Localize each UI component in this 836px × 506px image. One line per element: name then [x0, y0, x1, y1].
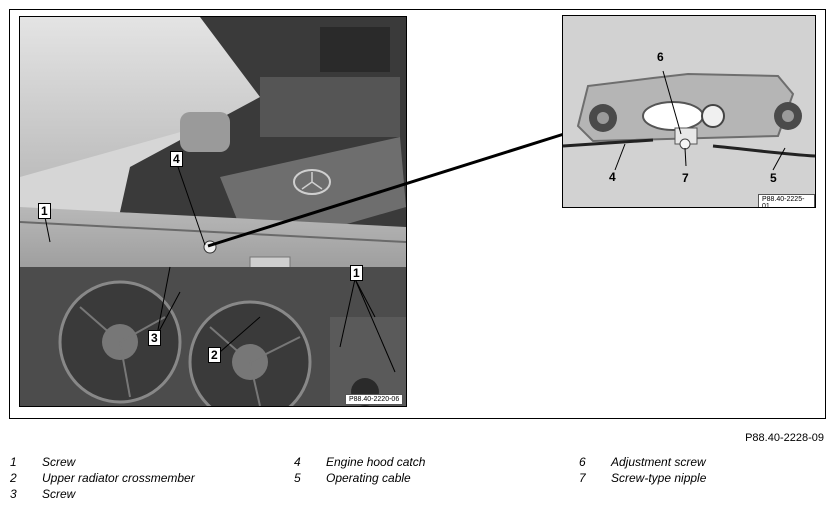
callout-1-left: 1	[38, 203, 51, 219]
detail-callout-7: 7	[682, 171, 689, 185]
callout-1-right: 1	[350, 265, 363, 281]
detail-photo-code: P88.40-2225-01	[758, 194, 815, 207]
detail-callout-6: 6	[657, 50, 664, 64]
hood-catch-detail-photo: 6 4 7 5 P88.40-2225-01	[562, 15, 816, 208]
engine-bay-photo: 1 1 2 3 4 P88.40-2220-06	[19, 16, 407, 407]
detail-callout-4: 4	[609, 170, 616, 184]
detail-callout-5: 5	[770, 171, 777, 185]
callout-3: 3	[148, 330, 161, 346]
callout-2: 2	[208, 347, 221, 363]
main-photo-code: P88.40-2220-06	[345, 394, 404, 405]
hood-catch-illustration	[563, 16, 815, 207]
figure-id: P88.40-2228-09	[745, 432, 824, 444]
callout-4: 4	[170, 151, 183, 167]
